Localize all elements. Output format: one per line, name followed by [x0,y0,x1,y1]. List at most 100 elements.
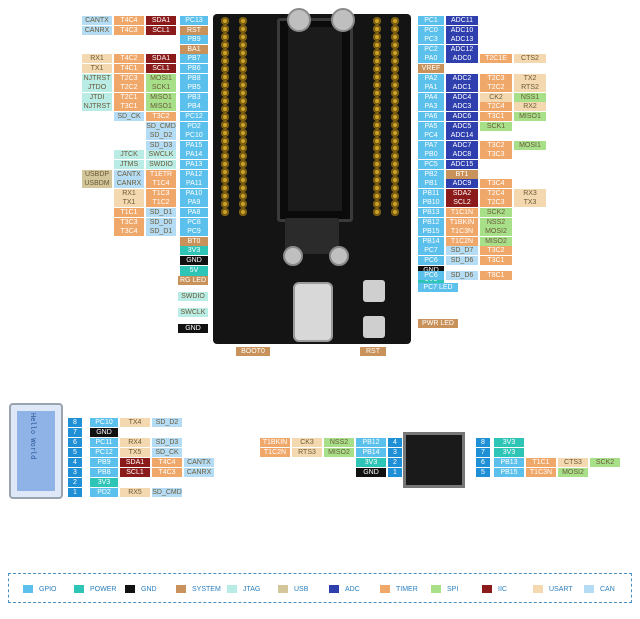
header-pin [239,136,247,145]
right-pin-label: GND [418,265,444,275]
legend-swatch [380,585,390,593]
reset-button[interactable] [363,316,385,338]
left-function-label: MISO1 [146,92,176,102]
left-pin-label: PA11 [180,179,208,189]
header-pin [373,56,381,65]
oled-function-label: RX4 [120,438,150,447]
legend-item: GPIO [23,584,57,594]
header-pin [239,40,247,49]
header-pin [239,24,247,33]
header-pin [373,208,381,217]
chip-left-pin: PB12 [356,438,386,447]
chip-pin-number: 7 [476,448,490,457]
usb-c-connector[interactable] [293,282,333,342]
chip-left-function: RTS3 [292,448,322,457]
chip-left-pin: 3V3 [356,458,386,467]
legend-item: SYSTEM [176,584,221,594]
right-pin-label: PC3 [418,35,444,45]
legend-item: JTAG [227,584,260,594]
right-function-label: T2C2 [480,83,512,93]
header-pin [391,64,399,73]
legend-swatch [227,585,237,593]
header-pin [391,24,399,33]
oled-text: Hello World [29,413,37,460]
legend-label: IIC [498,585,507,593]
legend-label: GPIO [39,585,57,593]
header-pin [221,56,229,65]
right-function-label: SCL2 [446,198,478,208]
header-pin [239,128,247,137]
right-function-label: MISO2 [480,236,512,246]
left-pin-label: PA10 [180,188,208,198]
chip-left-function: CK3 [292,438,322,447]
chip-pin-number: 1 [388,468,402,477]
chip-right-function: T1C1 [526,458,556,467]
right-function-label: T3C1 [480,112,512,121]
header-pin [239,88,247,97]
left-function-label: SD_D0 [146,217,176,227]
left-pin-label: PB3 [180,92,208,102]
right-pin-label: PB10 [418,198,444,208]
left-function-label: T4C1 [114,64,144,73]
right-function-label: SD_D6 [446,256,478,265]
header-pin [391,176,399,185]
header-pin [391,144,399,153]
left-function-label: MISO1 [146,102,176,112]
right-function-label: T3C2 [480,140,512,150]
header-pin [373,17,381,25]
rst-label: RST [360,347,386,356]
boot-button[interactable] [363,280,385,302]
right-function-label: ADC9 [446,179,478,189]
header-pin [373,48,381,57]
mounting-screw-left [287,8,311,32]
right-function-label: ADC4 [446,92,478,102]
legend-label: TIMER [396,585,418,593]
header-pin [239,104,247,113]
left-function-label: T3C4 [114,227,144,237]
header-pin [373,160,381,169]
legend-item: USART [533,584,573,594]
right-function-label: RTS2 [514,83,546,93]
header-pin [221,184,229,193]
header-pin [391,80,399,89]
right-pin-label: PC7 [418,246,444,256]
left-function-label: JTCK [114,150,144,160]
header-pin [391,72,399,81]
left-function-label: SCL1 [146,64,176,73]
right-pin-label: PA2 [418,73,444,83]
header-pin [391,208,399,217]
header-pin [373,72,381,81]
right-lower-label: PWR LED [418,319,458,328]
right-function-label: T3C4 [480,179,512,189]
left-function-label: SDA1 [146,16,176,25]
left-pin-label: PA15 [180,140,208,150]
left-function-label: CANTX [114,169,144,179]
right-function-label: T1C1N [446,208,478,217]
header-pin [239,144,247,153]
oled-pin-number: 8 [68,418,82,427]
right-function-label: RX3 [514,188,546,198]
right-pin-label: PC0 [418,25,444,35]
left-function-label: T3C3 [114,217,144,227]
chip-right-pin: 3V3 [494,448,524,457]
right-function-label: T1BKIN [446,217,478,227]
left-pin-label: PC13 [180,16,208,25]
right-function-label: T2C3 [480,198,512,208]
header-pin [373,128,381,137]
left-lower-label: RG LED [178,276,208,285]
right-pin-label: PB11 [418,188,444,198]
legend-label: POWER [90,585,117,593]
legend-swatch [431,585,441,593]
right-pin-label: VREF [418,64,444,73]
right-lower-function: SD_D6 [446,271,478,280]
right-pin-label: PA4 [418,92,444,102]
legend-item: CAN [584,584,615,594]
legend-label: JTAG [243,585,261,593]
chip-pin-number: 8 [476,438,490,447]
left-pin-label: GND [180,256,208,265]
header-pin [391,152,399,161]
right-function-label: RX2 [514,102,546,112]
header-pin [391,200,399,209]
header-pin [221,112,229,121]
